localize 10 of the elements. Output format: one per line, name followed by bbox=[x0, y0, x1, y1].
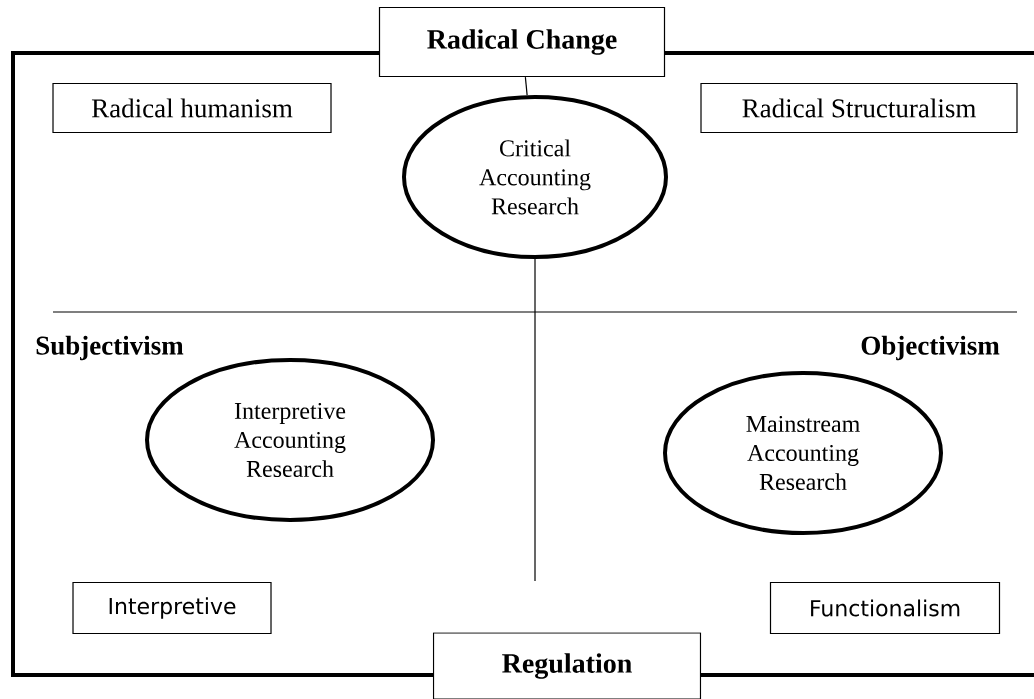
connector-line bbox=[524, 76, 528, 96]
axis-label: Objectivism bbox=[861, 335, 1000, 361]
title-box: Regulation bbox=[432, 632, 702, 699]
paradigm-box: Radical Structuralism bbox=[700, 82, 1018, 134]
axis-label: Subjectivism bbox=[36, 335, 184, 361]
connector-line bbox=[534, 258, 536, 582]
title-box: Radical Change bbox=[378, 6, 666, 78]
paradigm-box: Functionalism bbox=[769, 581, 1001, 635]
paradigm-box: Interpretive bbox=[72, 581, 272, 635]
paradigm-box: Radical humanism bbox=[52, 82, 332, 134]
